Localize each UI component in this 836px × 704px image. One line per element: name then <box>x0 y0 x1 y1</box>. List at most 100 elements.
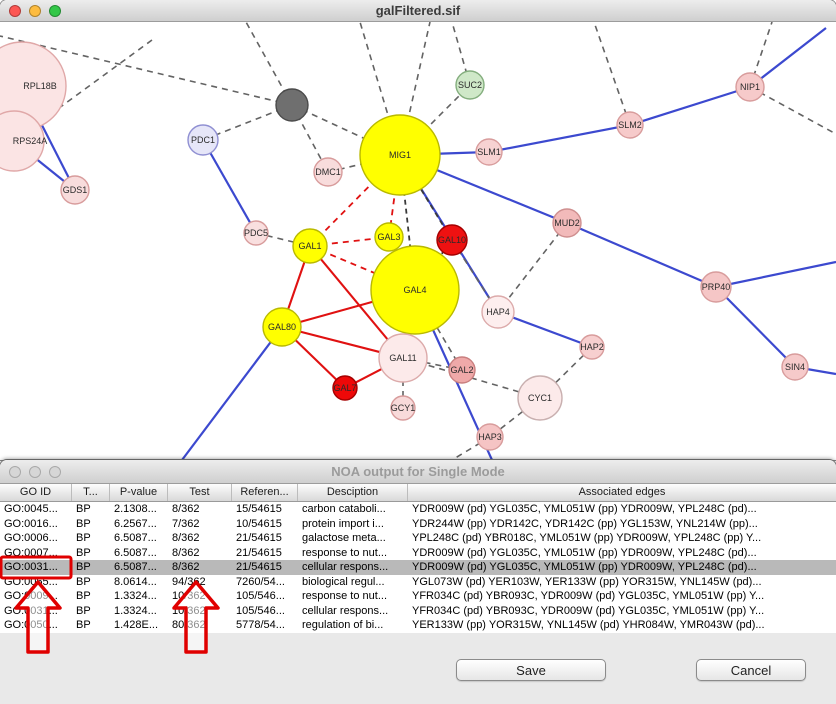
node-circle[interactable] <box>735 72 765 102</box>
column-header-go-id[interactable]: GO ID <box>0 484 72 501</box>
table-cell: regulation of bi... <box>302 619 384 631</box>
graph-node-prp40[interactable]: PRP40 <box>700 271 732 303</box>
column-header-associated-edges[interactable]: Associated edges <box>578 486 666 498</box>
node-circle[interactable] <box>359 114 441 196</box>
node-circle[interactable] <box>60 175 90 205</box>
node-circle[interactable] <box>313 157 343 187</box>
minimize-button[interactable] <box>29 4 41 17</box>
graph-node-gal4[interactable]: GAL4 <box>370 245 460 335</box>
graph-edge[interactable] <box>451 436 491 460</box>
cancel-button[interactable]: Cancel <box>696 659 806 681</box>
node-circle[interactable] <box>517 375 563 421</box>
column-header-referen[interactable]: Referen... <box>232 484 298 501</box>
minimize-button[interactable] <box>29 465 41 478</box>
node-circle[interactable] <box>262 307 302 347</box>
column-header-t[interactable]: T... <box>72 484 110 501</box>
zoom-button[interactable] <box>49 4 61 17</box>
column-header-test[interactable]: Test <box>168 484 232 501</box>
graph-edge[interactable] <box>629 85 751 127</box>
node-circle[interactable] <box>481 295 515 329</box>
graph-node-hap3[interactable]: HAP3 <box>476 423 504 451</box>
graph-edge[interactable] <box>749 27 827 88</box>
graph-node-sin4[interactable]: SIN4 <box>781 353 809 381</box>
node-circle[interactable] <box>476 423 504 451</box>
graph-edge[interactable] <box>181 326 283 460</box>
traffic-lights-inactive <box>9 465 61 478</box>
graph-node-slm1[interactable]: SLM1 <box>475 138 503 166</box>
graph-edge[interactable] <box>749 86 836 135</box>
graph-node-rps24a[interactable]: RPS24A <box>0 110 47 172</box>
graph-node-mig1[interactable]: MIG1 <box>359 114 441 196</box>
graph-node-cyc1[interactable]: CYC1 <box>517 375 563 421</box>
node-circle[interactable] <box>448 356 476 384</box>
zoom-button[interactable] <box>49 465 61 478</box>
node-circle[interactable] <box>700 271 732 303</box>
column-header-desciption[interactable]: Desciption <box>298 484 408 501</box>
graph-node-gal7[interactable]: GAL7 <box>332 375 358 401</box>
node-circle[interactable] <box>436 224 468 256</box>
table-cell: BP <box>76 546 91 559</box>
network-window-titlebar[interactable]: galFiltered.sif <box>0 0 836 22</box>
node-label: HAP4 <box>486 307 510 317</box>
graph-node-gal11[interactable]: GAL11 <box>378 333 428 383</box>
graph-node-gds1[interactable]: GDS1 <box>60 175 90 205</box>
node-circle[interactable] <box>552 208 582 238</box>
graph-node-suc2[interactable]: SUC2 <box>455 70 485 100</box>
graph-node-gray1[interactable] <box>275 88 309 122</box>
graph-node-gal3[interactable]: GAL3 <box>374 222 404 252</box>
graph-edge[interactable] <box>566 221 717 289</box>
node-label: SUC2 <box>458 80 482 90</box>
node-circle[interactable] <box>374 222 404 252</box>
graph-edge[interactable] <box>202 139 257 234</box>
graph-node-gal80[interactable]: GAL80 <box>262 307 302 347</box>
graph-node-dmc1[interactable]: DMC1 <box>313 157 343 187</box>
graph-node-nip1[interactable]: NIP1 <box>735 72 765 102</box>
graph-node-slm2[interactable]: SLM2 <box>616 111 644 139</box>
node-circle[interactable] <box>475 138 503 166</box>
graph-node-pdc5[interactable]: PDC5 <box>243 220 269 246</box>
close-button[interactable] <box>9 4 21 17</box>
graph-node-gal2[interactable]: GAL2 <box>448 356 476 384</box>
graph-edge[interactable] <box>497 310 593 349</box>
node-circle[interactable] <box>187 124 219 156</box>
graph-edge[interactable] <box>488 123 631 154</box>
graph-edge[interactable] <box>715 286 796 368</box>
node-circle[interactable] <box>370 245 460 335</box>
node-circle[interactable] <box>243 220 269 246</box>
graph-edge[interactable] <box>715 260 836 289</box>
graph-node-hap4[interactable]: HAP4 <box>481 295 515 329</box>
graph-node-hap2[interactable]: HAP2 <box>579 334 605 360</box>
node-circle[interactable] <box>781 353 809 381</box>
node-circle[interactable] <box>332 375 358 401</box>
graph-edge[interactable] <box>309 245 416 291</box>
graph-edge[interactable] <box>497 222 568 313</box>
node-circle[interactable] <box>0 110 45 172</box>
save-button[interactable]: Save <box>456 659 606 681</box>
node-circle[interactable] <box>455 70 485 100</box>
graph-node-gal1[interactable]: GAL1 <box>292 228 328 264</box>
graph-node-gcy1[interactable]: GCY1 <box>390 395 416 421</box>
graph-node-pdc1[interactable]: PDC1 <box>187 124 219 156</box>
close-button[interactable] <box>9 465 21 478</box>
noa-window-titlebar[interactable]: NOA output for Single Mode <box>0 460 836 484</box>
node-circle[interactable] <box>579 334 605 360</box>
node-circle[interactable] <box>275 88 309 122</box>
graph-edge[interactable] <box>593 21 631 126</box>
node-circle[interactable] <box>292 228 328 264</box>
node-circle[interactable] <box>616 111 644 139</box>
node-circle[interactable] <box>378 333 428 383</box>
node-circle[interactable] <box>390 395 416 421</box>
column-header-p-value[interactable]: P-value <box>110 484 168 501</box>
graph-node-mud2[interactable]: MUD2 <box>552 208 582 238</box>
graph-node-gal10[interactable]: GAL10 <box>436 224 468 256</box>
